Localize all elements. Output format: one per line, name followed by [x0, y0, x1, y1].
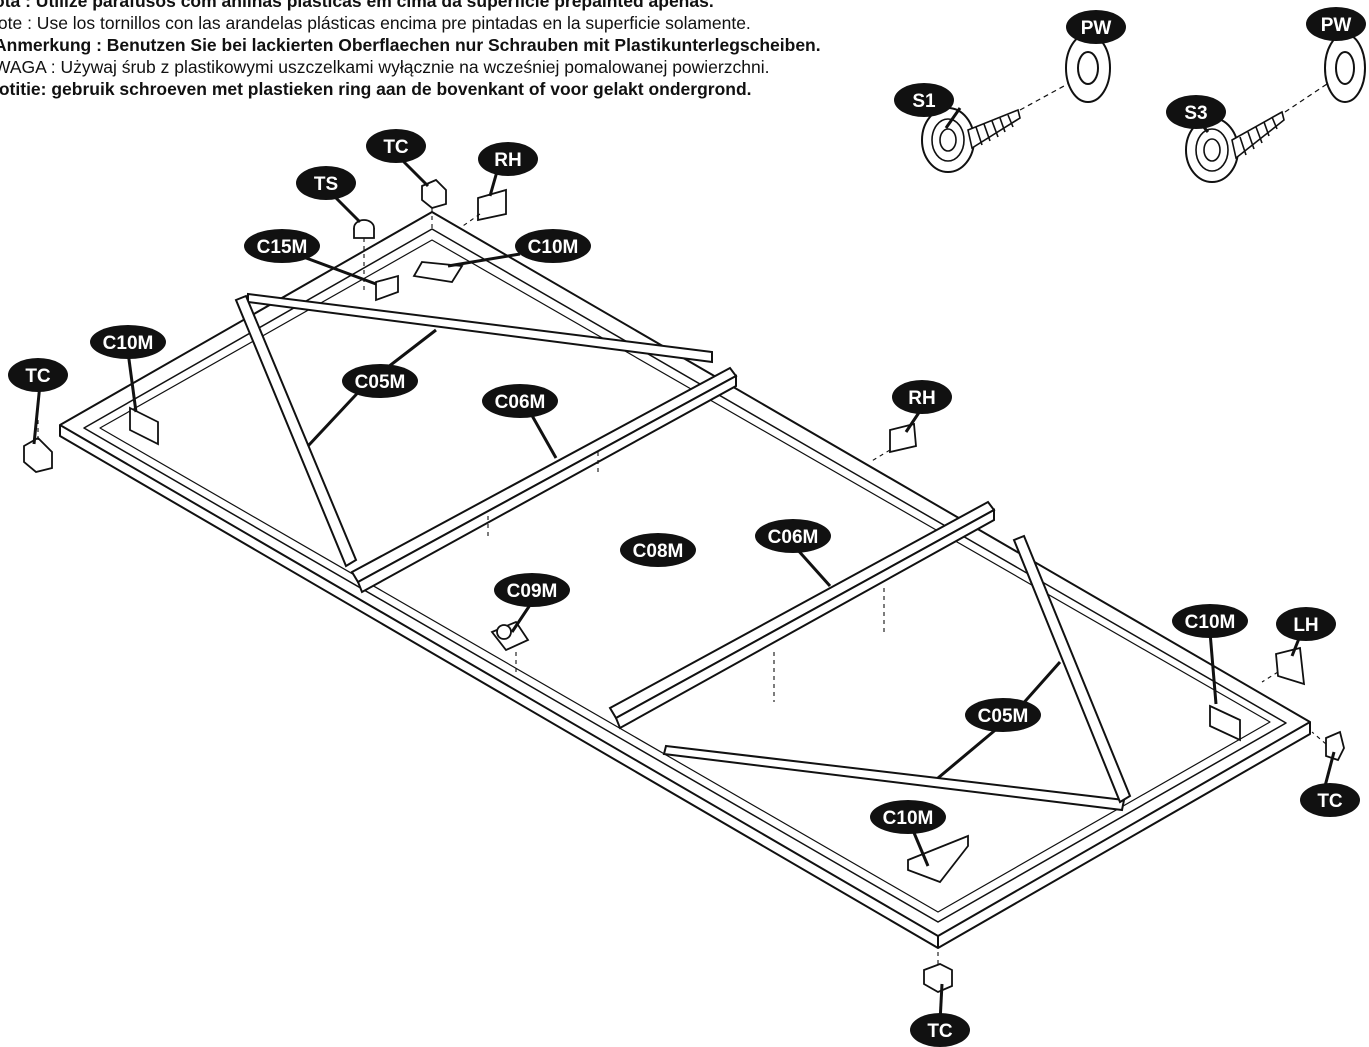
svg-text:C10M: C10M [1185, 612, 1236, 633]
corner-cap-tc-right [1325, 730, 1345, 762]
svg-text:C05M: C05M [978, 706, 1029, 727]
label-c08m: C08M [620, 533, 696, 567]
svg-text:C10M: C10M [883, 808, 934, 829]
label-pw-left: PW [1066, 10, 1126, 44]
label-c05m-right: C05M [965, 698, 1041, 732]
svg-text:S3: S3 [1184, 103, 1207, 124]
label-c06m-left: C06M [482, 384, 558, 418]
corner-cap-tc-left [23, 436, 53, 473]
svg-text:C08M: C08M [633, 541, 684, 562]
brace-c05m-left [234, 294, 358, 568]
label-c10m-bottom: C10M [870, 800, 946, 834]
svg-text:LH: LH [1293, 615, 1318, 636]
svg-text:C05M: C05M [355, 372, 406, 393]
corner-cap-tc-bottom [923, 963, 953, 994]
label-rh-right: RH [892, 380, 952, 414]
label-tc-left: TC [8, 358, 68, 392]
note-german: Anmerkung : Benutzen Sie bei lackierten … [0, 35, 821, 55]
label-c09m: C09M [494, 573, 570, 607]
washer-pw-right-illustration [1324, 33, 1366, 103]
svg-text:TC: TC [1317, 791, 1343, 812]
leader-lines [32, 107, 1336, 1023]
brace-c05m-bottom [662, 744, 1126, 812]
label-c10m-left: C10M [90, 325, 166, 359]
screw-s1-illustration [921, 107, 1021, 173]
svg-text:TC: TC [25, 366, 51, 387]
svg-text:C15M: C15M [257, 237, 308, 258]
svg-text:C10M: C10M [528, 237, 579, 258]
label-c10m-top: C10M [515, 229, 591, 263]
assembly-guide-lines [37, 208, 1327, 964]
note-polish: WAGA : Używaj śrub z plastikowymi uszcze… [0, 57, 770, 77]
hinge-rh-right [889, 422, 917, 454]
corner-cap-tc-top [421, 178, 447, 209]
label-rh-top: RH [478, 142, 538, 176]
svg-text:RH: RH [494, 150, 521, 171]
svg-text:TC: TC [927, 1021, 953, 1042]
label-tc-right: TC [1300, 783, 1360, 817]
rail-c06m-right [608, 500, 996, 730]
svg-text:C06M: C06M [768, 527, 819, 548]
hinge-lh [1275, 646, 1306, 686]
brace-c05m-top [247, 292, 713, 364]
label-s3: S3 [1166, 95, 1226, 129]
svg-text:S1: S1 [912, 91, 936, 112]
svg-text:C09M: C09M [507, 581, 558, 602]
stop-ts [353, 219, 375, 239]
label-pw-right: PW [1306, 7, 1366, 41]
brace-c05m-right [1012, 534, 1132, 804]
bracket-c10m-bottom [907, 834, 969, 884]
svg-text:C06M: C06M [495, 392, 546, 413]
bracket-c15m [375, 274, 399, 302]
label-s1: S1 [894, 83, 954, 117]
bracket-c10m-left [129, 406, 159, 446]
label-ts: TS [296, 166, 356, 200]
bracket-c10m-right [1209, 704, 1241, 742]
svg-text:PW: PW [1081, 18, 1112, 39]
label-c10m-right: C10M [1172, 604, 1248, 638]
rail-c06m-left [350, 366, 738, 594]
svg-text:TS: TS [314, 174, 338, 195]
bracket-c09m [490, 620, 530, 652]
label-c15m: C15M [244, 229, 320, 263]
label-lh: LH [1276, 607, 1336, 641]
label-c05m-left: C05M [342, 364, 418, 398]
washer-pw-left-illustration [1065, 33, 1111, 103]
notes-block: ota : Utilize parafusos com anilhas plas… [0, 0, 954, 100]
svg-text:PW: PW [1321, 15, 1352, 36]
label-c06m-right: C06M [755, 519, 831, 553]
label-tc-top: TC [366, 129, 426, 163]
svg-text:C10M: C10M [103, 333, 154, 354]
svg-text:RH: RH [908, 388, 935, 409]
svg-text:TC: TC [383, 137, 409, 158]
note-spanish: lote : Use los tornillos con las arandel… [0, 13, 751, 33]
note-dutch: lotitie: gebruik schroeven met plastieke… [0, 79, 752, 99]
label-tc-bottom: TC [910, 1013, 970, 1047]
hinge-rh-top [477, 188, 507, 222]
note-portuguese: ota : Utilize parafusos com anilhas plas… [0, 0, 714, 11]
